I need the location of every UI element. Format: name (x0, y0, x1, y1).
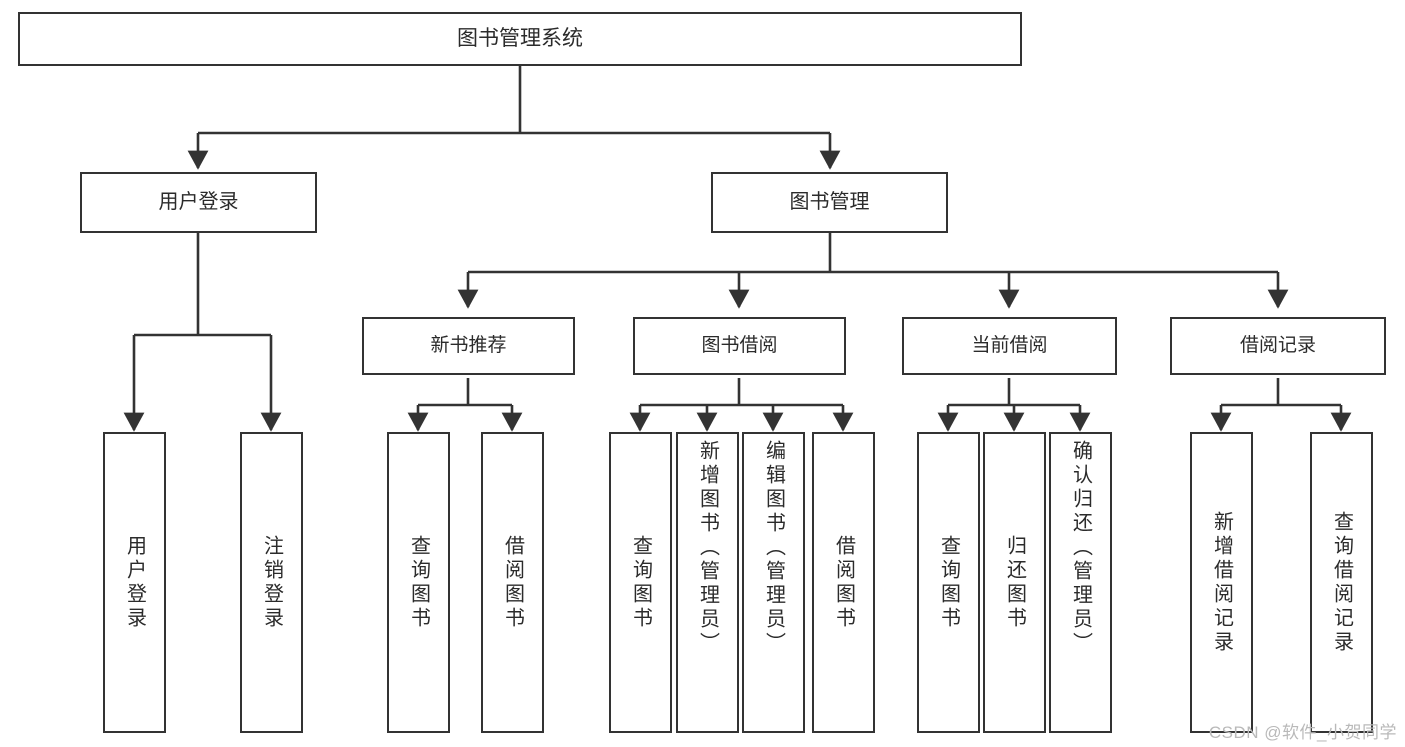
node-leaf-查询图书-图书借阅[interactable]: 查询图书 (609, 432, 672, 733)
node-leaf-注销登录[interactable]: 注销登录 (240, 432, 303, 733)
node-图书管理[interactable]: 图书管理 (711, 172, 948, 233)
node-label: 借阅图书 (501, 534, 524, 631)
node-label: 查询图书 (629, 534, 652, 631)
node-leaf-查询图书-当前借阅[interactable]: 查询图书 (917, 432, 980, 733)
node-label: 新书推荐 (430, 335, 507, 357)
node-leaf-新增借阅记录[interactable]: 新增借阅记录 (1190, 432, 1253, 733)
node-用户登录[interactable]: 用户登录 (80, 172, 317, 233)
node-label: 编辑图书（管理员） (762, 440, 785, 656)
node-label: 用户登录 (158, 191, 239, 214)
watermark-text: CSDN @软件_小贺同学 (1208, 723, 1397, 742)
node-leaf-查询借阅记录[interactable]: 查询借阅记录 (1310, 432, 1373, 733)
node-leaf-借阅图书-图书借阅[interactable]: 借阅图书 (812, 432, 875, 733)
node-leaf-编辑图书-管理员[interactable]: 编辑图书（管理员） (742, 432, 805, 733)
node-图书借阅[interactable]: 图书借阅 (633, 317, 846, 375)
node-root-图书管理系统[interactable]: 图书管理系统 (18, 12, 1022, 66)
node-label: 查询图书 (937, 534, 960, 631)
node-新书推荐[interactable]: 新书推荐 (362, 317, 575, 375)
node-leaf-新增图书-管理员[interactable]: 新增图书（管理员） (676, 432, 739, 733)
node-label: 确认归还（管理员） (1069, 440, 1092, 656)
node-leaf-用户登录[interactable]: 用户登录 (103, 432, 166, 733)
node-label: 图书管理 (789, 191, 870, 214)
node-label: 查询图书 (407, 534, 430, 631)
node-leaf-确认归还-管理员[interactable]: 确认归还（管理员） (1049, 432, 1112, 733)
node-leaf-归还图书[interactable]: 归还图书 (983, 432, 1046, 733)
node-label: 借阅记录 (1239, 335, 1316, 357)
node-label: 借阅图书 (832, 534, 855, 631)
node-label: 注销登录 (260, 534, 283, 631)
node-label: 图书管理系统 (457, 27, 583, 51)
node-label: 图书借阅 (701, 335, 778, 357)
node-label: 新增借阅记录 (1210, 510, 1233, 655)
node-leaf-查询图书-新书推荐[interactable]: 查询图书 (387, 432, 450, 733)
node-label: 查询借阅记录 (1330, 510, 1353, 655)
node-label: 用户登录 (123, 534, 146, 631)
node-label: 当前借阅 (971, 335, 1048, 357)
node-leaf-借阅图书-新书推荐[interactable]: 借阅图书 (481, 432, 544, 733)
node-label: 归还图书 (1003, 534, 1026, 631)
node-借阅记录[interactable]: 借阅记录 (1170, 317, 1386, 375)
node-label: 新增图书（管理员） (696, 440, 719, 656)
node-当前借阅[interactable]: 当前借阅 (902, 317, 1117, 375)
